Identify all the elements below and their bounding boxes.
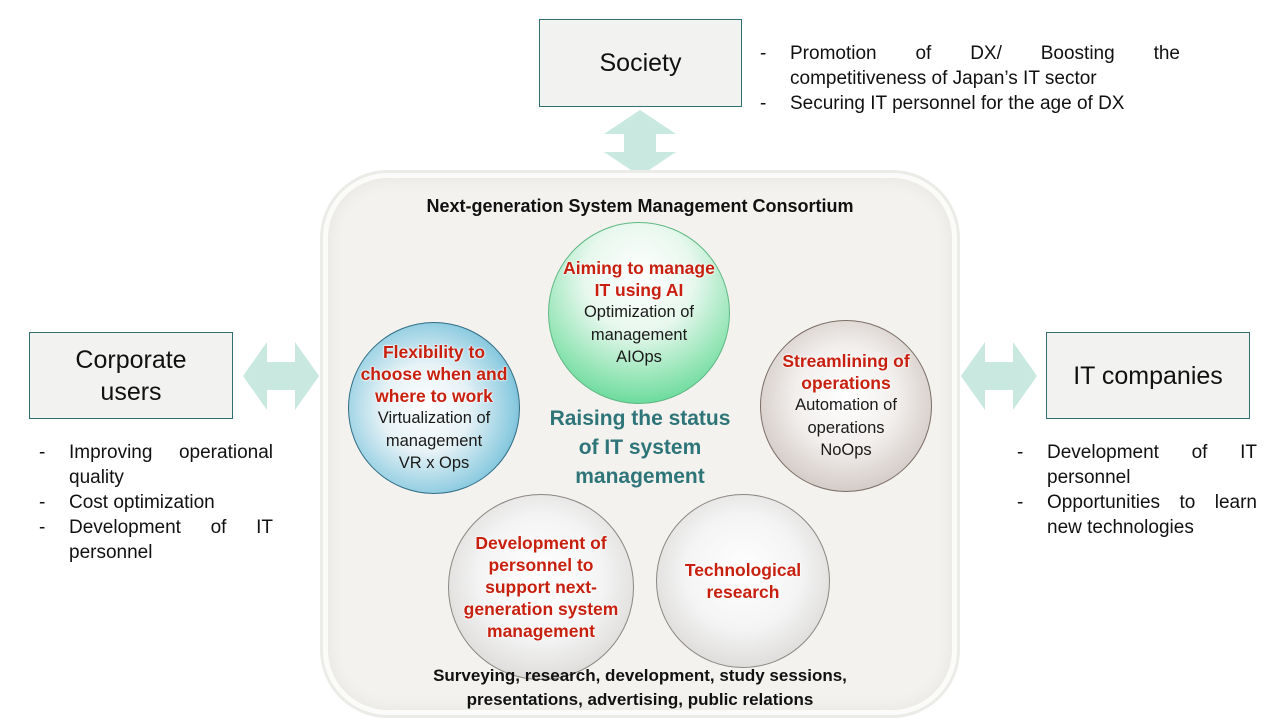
circle-title-line: Development of bbox=[475, 533, 607, 553]
circle-sub-line: Optimization of bbox=[583, 303, 695, 322]
circle-title-line: Technological bbox=[684, 560, 802, 580]
corporate-users-label-line1: Corporate bbox=[75, 345, 187, 374]
double-arrow-horizontal-icon bbox=[961, 342, 1037, 410]
society-bullet: Securing IT personnel for the age of DX bbox=[760, 91, 1180, 116]
circle-title-line: IT using AI bbox=[594, 280, 684, 301]
circle-sub-line: operations bbox=[807, 418, 885, 437]
double-arrow-horizontal-icon bbox=[243, 342, 319, 410]
circle-title-line: generation system bbox=[463, 599, 619, 619]
center-goal-line: management bbox=[575, 465, 705, 488]
circle-sub-line: management bbox=[590, 325, 688, 344]
circle-personnel-development: Development of personnel to support next… bbox=[448, 494, 634, 680]
circle-sub-line: Automation of bbox=[795, 396, 897, 415]
it-companies-bullet: Development of IT personnel bbox=[1017, 440, 1257, 490]
society-bullets: Promotion of DX/ Boosting the competitiv… bbox=[760, 41, 1180, 116]
society-bullet: Promotion of DX/ Boosting the competitiv… bbox=[760, 41, 1180, 91]
corporate-users-box: Corporate users bbox=[29, 332, 233, 419]
circle-title-line: support next- bbox=[485, 577, 597, 597]
circle-ai-management: Aiming to manage IT using AI Optimizatio… bbox=[548, 222, 730, 404]
activities-line: Surveying, research, development, study … bbox=[433, 666, 847, 685]
activities-line: presentations, advertising, public relat… bbox=[466, 690, 814, 709]
consortium-title: Next-generation System Management Consor… bbox=[426, 196, 854, 216]
circle-title-line: management bbox=[487, 621, 595, 641]
corporate-users-bullets: Improving operational quality Cost optim… bbox=[39, 440, 273, 565]
double-arrow-vertical-icon bbox=[604, 110, 676, 176]
society-label: Society bbox=[599, 49, 682, 77]
center-goal-line: of IT system bbox=[578, 436, 702, 459]
circle-technological-research: Technological research bbox=[656, 494, 830, 668]
circle-title-line: Flexibility to bbox=[382, 342, 486, 363]
circle-title-line: Aiming to manage bbox=[563, 258, 715, 279]
it-companies-box: IT companies bbox=[1046, 332, 1250, 419]
corporate-users-bullet: Development of IT personnel bbox=[39, 515, 273, 565]
it-companies-label: IT companies bbox=[1073, 361, 1223, 390]
corporate-users-bullet: Cost optimization bbox=[39, 490, 273, 515]
circle-title-line: personnel to bbox=[488, 555, 594, 575]
circle-title-line: Streamlining of bbox=[782, 351, 910, 372]
center-goal-line: Raising the status bbox=[549, 407, 731, 430]
corporate-users-bullet: Improving operational quality bbox=[39, 440, 273, 490]
circle-sub-line: AIOps bbox=[616, 348, 662, 367]
corporate-users-label-line2: users bbox=[100, 377, 162, 406]
circle-title-line: operations bbox=[801, 373, 891, 394]
circle-title-line: where to work bbox=[375, 386, 493, 407]
circle-flexibility: Flexibility to choose when and where to … bbox=[348, 322, 520, 494]
circle-sub-line: management bbox=[385, 431, 483, 450]
circle-streamlining: Streamlining of operations Automation of… bbox=[760, 320, 932, 492]
it-companies-bullets: Development of IT personnel Opportunitie… bbox=[1017, 440, 1257, 540]
circle-sub-line: NoOps bbox=[820, 441, 872, 460]
circle-title-line: choose when and bbox=[360, 364, 508, 385]
activities-text: Surveying, research, development, study … bbox=[380, 664, 900, 712]
circle-sub-line: VR x Ops bbox=[398, 454, 470, 473]
it-companies-bullet: Opportunities to learn new technologies bbox=[1017, 490, 1257, 540]
circle-sub-line: Virtualization of bbox=[377, 409, 491, 428]
center-goal-text: Raising the status of IT system manageme… bbox=[520, 404, 760, 491]
society-box: Society bbox=[539, 19, 742, 107]
circle-title-line: research bbox=[706, 582, 780, 602]
